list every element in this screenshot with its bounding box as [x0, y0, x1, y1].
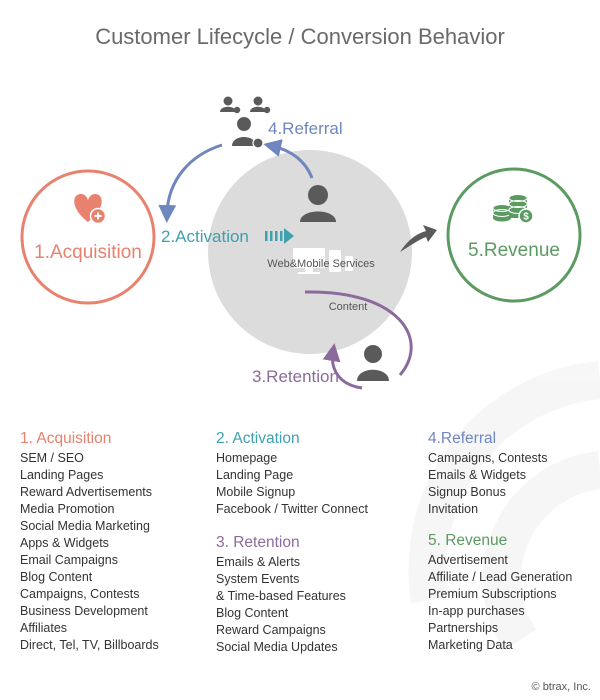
referral-heading: 4.Referral — [428, 430, 497, 447]
activation-list-item: Homepage — [216, 451, 278, 465]
referral-list-item: Invitation — [428, 502, 479, 516]
revenue-heading: 5. Revenue — [428, 532, 508, 549]
services-label: Web&Mobile Services — [267, 258, 375, 270]
content-label: Content — [329, 301, 368, 313]
retention-arrow — [304, 290, 413, 376]
revenue-label: 5.Revenue — [468, 240, 560, 261]
retention-list-item: Emails & Alerts — [216, 555, 301, 569]
acquisition-heading: 1. Acquisition — [20, 430, 112, 447]
acquisition-list-item: Campaigns, Contests — [20, 587, 140, 601]
retention-list-item: Social Media Updates — [216, 640, 338, 654]
revenue-list-item: Partnerships — [428, 621, 499, 635]
activation-list-item: Mobile Signup — [216, 485, 296, 499]
acquisition-list-item: Business Development — [20, 604, 148, 618]
svg-text:$: $ — [523, 212, 529, 223]
retention-heading: 3. Retention — [216, 534, 300, 551]
revenue-list-item: Advertisement — [428, 553, 508, 567]
acquisition-list-item: Reward Advertisements — [20, 485, 153, 499]
acquisition-list-item: Email Campaigns — [20, 553, 118, 567]
retention-list-item: Reward Campaigns — [216, 623, 326, 637]
retention-list-item: & Time-based Features — [216, 589, 346, 603]
retention-label: 3.Retention — [252, 367, 339, 386]
activation-list-item: Landing Page — [216, 468, 294, 482]
acquisition-label: 1.Acquisition — [34, 242, 142, 263]
retention-user-icon — [357, 345, 389, 381]
acquisition-list-item: Affiliates — [20, 621, 68, 635]
page-title: Customer Lifecycle / Conversion Behavior — [95, 24, 505, 49]
acquisition-list-item: Social Media Marketing — [20, 519, 150, 533]
user-icon — [300, 185, 336, 222]
acquisition-list-item: Apps & Widgets — [20, 536, 109, 550]
retention-list-item: System Events — [216, 572, 300, 586]
acquisition-circle — [20, 169, 156, 305]
referral-list-item: Campaigns, Contests — [428, 451, 548, 465]
revenue-list-item: Affiliate / Lead Generation — [428, 570, 573, 584]
referral-arrow — [158, 143, 223, 223]
activation-heading: 2. Activation — [216, 430, 300, 447]
revenue-list-item: In-app purchases — [428, 604, 525, 618]
coins-dollar-icon: $ — [492, 194, 534, 224]
activation-list-item: Facebook / Twitter Connect — [216, 502, 368, 516]
revenue-list-item: Marketing Data — [428, 638, 513, 652]
copyright: © btrax, Inc. — [531, 681, 591, 693]
retention-list-item: Blog Content — [216, 606, 289, 620]
referral-users-icon — [220, 96, 271, 149]
acquisition-list-item: Media Promotion — [20, 502, 115, 516]
revenue-arrow — [400, 225, 437, 252]
acquisition-list-item: Landing Pages — [20, 468, 104, 482]
acquisition-list-item: Blog Content — [20, 570, 93, 584]
referral-return-arrow — [263, 139, 314, 179]
heart-plus-icon — [74, 194, 107, 225]
devices-icon — [293, 248, 353, 274]
referral-label: 4.Referral — [268, 119, 343, 138]
background-watermark — [408, 361, 600, 651]
revenue-circle — [446, 167, 582, 303]
activation-label: 2.Activation — [161, 227, 249, 246]
activation-arrow — [265, 228, 294, 244]
referral-list-item: Signup Bonus — [428, 485, 506, 499]
acquisition-list-item: SEM / SEO — [20, 451, 84, 465]
revenue-list-item: Premium Subscriptions — [428, 587, 557, 601]
retention-return-arrow — [322, 343, 363, 390]
acquisition-list-item: Direct, Tel, TV, Billboards — [20, 638, 159, 652]
referral-list-item: Emails & Widgets — [428, 468, 526, 482]
